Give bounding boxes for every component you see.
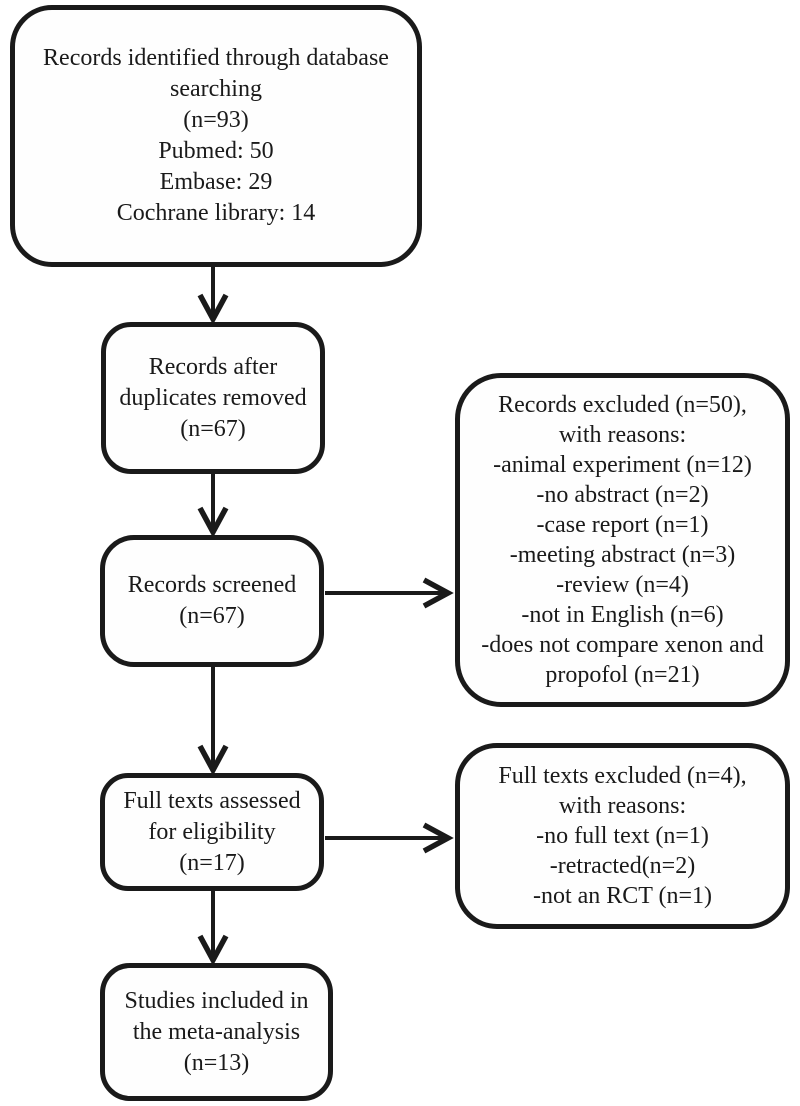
box-line: propofol (n=21) (545, 662, 700, 688)
box-line: -animal experiment (n=12) (493, 452, 752, 478)
box-line: Full texts excluded (n=4), (498, 763, 747, 789)
arrowhead-fulltext-to-excluded (422, 822, 454, 854)
box-line: -not an RCT (n=1) (532, 883, 713, 909)
box-records-after-duplicates: Records after duplicates removed (n=67) (101, 322, 325, 474)
box-line: (n=13) (183, 1049, 250, 1076)
box-line: Full texts assessed (123, 787, 301, 814)
box-line: Cochrane library: 14 (116, 200, 316, 226)
box-line: Records screened (127, 572, 297, 598)
box-line: (n=67) (179, 603, 245, 629)
box-line: -no full text (n=1) (536, 823, 709, 849)
arrowhead-screened-to-fulltext (197, 744, 229, 776)
box-line: (n=17) (179, 849, 245, 876)
box-line: Pubmed: 50 (158, 138, 274, 164)
box-line: -does not compare xenon and (481, 632, 764, 658)
box-line: -case report (n=1) (536, 512, 709, 538)
box-line: for eligibility (148, 818, 276, 845)
box-studies-included: Studies included in the meta-analysis (n… (100, 963, 333, 1101)
box-line: (n=93) (183, 107, 249, 133)
box-line: -meeting abstract (n=3) (509, 542, 736, 568)
arrowhead-identified-to-duplicates (197, 293, 229, 325)
box-line: searching (170, 76, 262, 102)
box-line: Records excluded (n=50), (498, 392, 747, 418)
box-line: duplicates removed (119, 384, 307, 411)
arrowhead-screened-to-excluded (422, 577, 454, 609)
box-records-excluded: Records excluded (n=50), with reasons: -… (455, 373, 790, 707)
box-line: with reasons: (558, 793, 687, 819)
box-full-texts-excluded: Full texts excluded (n=4), with reasons:… (455, 743, 790, 929)
box-records-identified: Records identified through database sear… (10, 5, 422, 267)
box-line: Records identified through database (43, 45, 389, 71)
box-line: with reasons: (558, 422, 687, 448)
box-line: -not in English (n=6) (521, 602, 724, 628)
box-line: Records after (148, 353, 278, 380)
box-line: -review (n=4) (556, 572, 689, 598)
box-line: -retracted(n=2) (549, 853, 696, 879)
arrowhead-duplicates-to-screened (197, 506, 229, 538)
box-records-screened: Records screened (n=67) (100, 535, 324, 667)
box-line: -no abstract (n=2) (536, 482, 709, 508)
box-line: the meta-analysis (132, 1018, 301, 1045)
box-line: Studies included in (124, 987, 309, 1014)
box-full-texts-assessed: Full texts assessed for eligibility (n=1… (100, 773, 324, 891)
box-line: (n=67) (180, 415, 246, 442)
box-line: Embase: 29 (159, 169, 273, 195)
arrowhead-fulltext-to-included (197, 934, 229, 966)
